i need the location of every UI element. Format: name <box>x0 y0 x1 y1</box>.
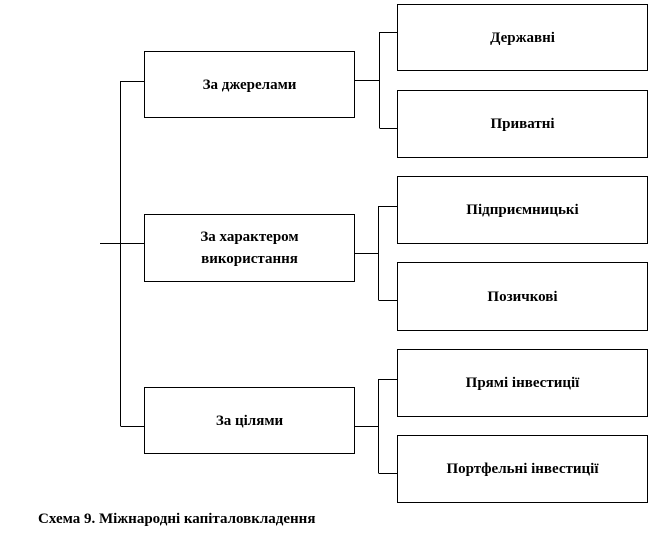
sub-label: Підприємницькі <box>466 202 579 218</box>
diagram-caption: Схема 9. Міжнародні капіталовкладення <box>38 511 316 527</box>
sub-label: Прямі інвестиції <box>465 375 580 391</box>
sub-box-direct-investments: Прямі інвестиції <box>397 349 648 417</box>
sub-label: Державні <box>490 29 555 46</box>
category-label: За характером використання <box>200 229 299 267</box>
category-label: За джерелами <box>202 76 297 93</box>
sub-box-portfolio-investments: Портфельні інвестиції <box>397 435 648 503</box>
category-box-sources: За джерелами <box>144 51 355 118</box>
sub-box-entrepreneurial: Підприємницькі <box>397 176 648 244</box>
category-box-usage: За характером використання <box>144 214 355 282</box>
category-box-goals: За цілями <box>144 387 355 454</box>
sub-label: Портфельні інвестиції <box>446 461 599 477</box>
sub-box-state: Державні <box>397 4 648 71</box>
sub-box-loan: Позичкові <box>397 262 648 331</box>
category-label: За цілями <box>215 412 284 429</box>
sub-label: Позичкові <box>487 288 558 305</box>
sub-label: Приватні <box>490 116 555 132</box>
sub-box-private: Приватні <box>397 90 648 158</box>
